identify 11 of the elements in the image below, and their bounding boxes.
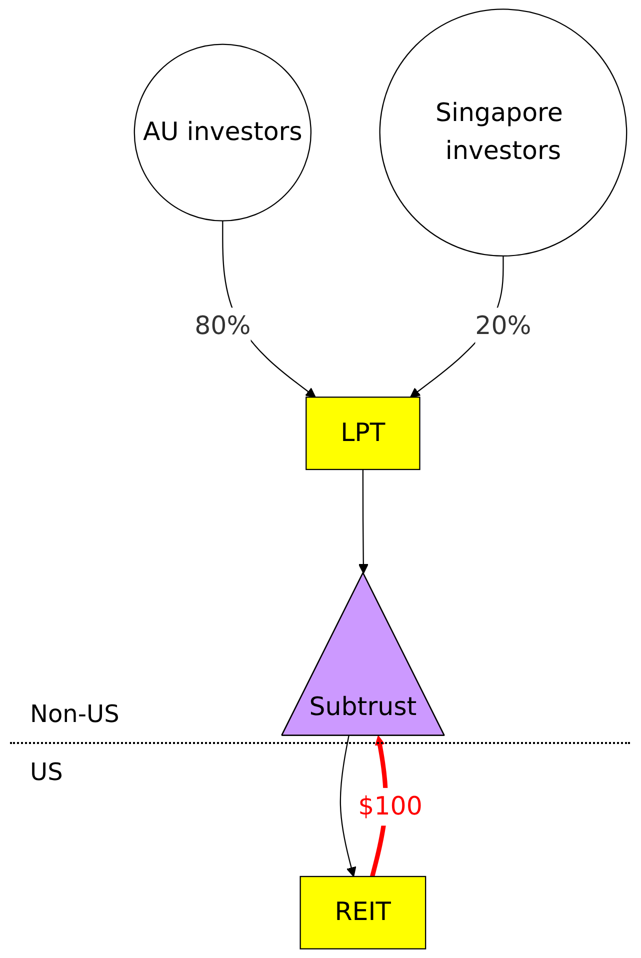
edge-label: 20%	[475, 312, 532, 341]
node-box: REIT	[300, 876, 426, 950]
region-label: US	[30, 758, 63, 786]
edge-label: $100	[358, 792, 422, 822]
node-circle: AU investors	[134, 44, 312, 222]
node-box: LPT	[306, 396, 420, 470]
node-circle: Singapore investors	[379, 8, 628, 257]
arrow	[358, 469, 368, 574]
region-label: Non-US	[30, 700, 120, 728]
edge-label: 80%	[194, 312, 251, 341]
arrow	[340, 736, 356, 877]
